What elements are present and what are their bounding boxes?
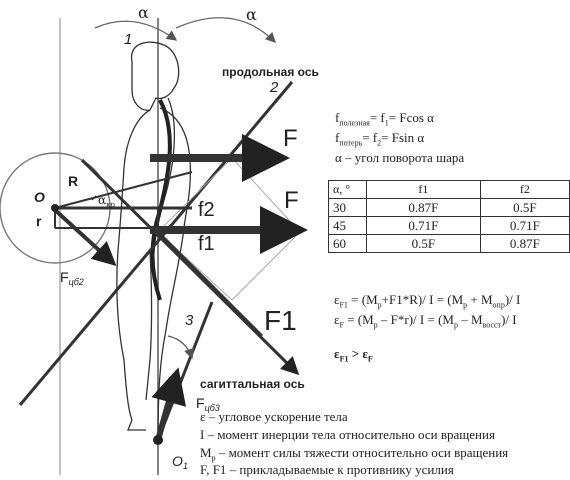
- force-arrow-Fcb2: [53, 208, 117, 267]
- formula-loss-force: fпотерь= f2= Fsin α: [335, 130, 425, 148]
- parallelogram-line-3: [231, 231, 301, 301]
- table-row: 45 0.71F 0.71F: [328, 216, 570, 235]
- label-Fcb3: Fцб3: [196, 395, 220, 413]
- table-header-row: α, ° f1 f2: [328, 180, 570, 199]
- label-number-2: 2: [269, 79, 279, 96]
- sagittal-axis-line: [80, 158, 300, 376]
- rotation-arc-1: [94, 20, 178, 41]
- legend-epsilon: ε – угловое ускорение тела: [200, 409, 348, 424]
- legend-inertia: I – момент инерции тела относительно оси…: [200, 427, 495, 442]
- label-O1: O1: [172, 453, 188, 471]
- equation-eps-F1: εF1 = (Mр+F1*R)/ I = (Mр + Mопр)/ I: [334, 292, 521, 310]
- table-header-cell: α, °: [328, 180, 367, 199]
- formula-useful-force: fполезная= f1= Fcos α: [335, 110, 434, 128]
- alpha-kr-arc: [91, 195, 97, 201]
- table-cell: 45: [328, 216, 367, 235]
- label-R: R: [68, 173, 78, 189]
- label-f1: f1: [198, 233, 215, 255]
- angle-force-table: α, ° f1 f2 30 0.87F 0.5F 45 0.71F 0.71F …: [328, 180, 570, 253]
- point-O1: [153, 435, 163, 445]
- label-alpha-kr: αкр: [98, 193, 115, 209]
- label-O: O: [34, 189, 45, 205]
- formula-alpha-definition: α – угол поворота шара: [335, 150, 465, 165]
- equation-eps-F: εF = (Mр – F*r)/ I = (Mр – Mвосст)/ I: [334, 312, 517, 330]
- parallelogram-line-1: [157, 157, 233, 233]
- label-longitudinal-axis: продольная ось: [222, 65, 319, 79]
- label-F1: F1: [264, 305, 297, 336]
- table-header-cell: f2: [479, 180, 570, 199]
- label-f2: f2: [198, 199, 215, 221]
- body-axis-line: [150, 99, 172, 301]
- label-F-top: F: [283, 125, 298, 152]
- table-cell: 0.87F: [479, 234, 570, 253]
- legend-moment: Mр – момент силы тяжести относительно ос…: [200, 445, 509, 463]
- point-O: [51, 204, 59, 212]
- force-line-F1: [156, 230, 264, 338]
- table-row: 30 0.87F 0.5F: [328, 198, 570, 217]
- label-number-3: 3: [185, 312, 194, 329]
- equation-eps-compare: εF1 > εF: [334, 346, 373, 364]
- legend-forces: F, F1 – прикладываемые к противнику усил…: [200, 462, 454, 477]
- label-F-mid: F: [284, 187, 299, 214]
- force-arrow-Fcb3: [151, 367, 187, 441]
- table-cell: 0.71F: [366, 216, 481, 235]
- rotation-arc-2: [175, 17, 276, 43]
- label-Fcb2: Fцб2: [60, 269, 84, 287]
- table-cell: 0.5F: [366, 234, 481, 253]
- table-cell: 30: [328, 198, 367, 217]
- label-alpha-right: α: [246, 5, 257, 24]
- table-cell: 0.71F: [479, 216, 570, 235]
- rotation-arc-3: [167, 335, 195, 360]
- longitudinal-axis-line: [18, 81, 294, 406]
- table-cell: 0.87F: [366, 198, 481, 217]
- label-number-1: 1: [124, 31, 132, 48]
- label-alpha-left: α: [138, 3, 149, 22]
- table-header-cell: f1: [366, 180, 481, 199]
- table-cell: 60: [328, 234, 367, 253]
- label-sagittal-axis: сагиттальная ось: [200, 377, 305, 391]
- table-cell: 0.5F: [479, 198, 570, 217]
- radius-R-line: [54, 171, 193, 209]
- label-r: r: [36, 213, 42, 229]
- table-row: 60 0.5F 0.87F: [328, 234, 570, 253]
